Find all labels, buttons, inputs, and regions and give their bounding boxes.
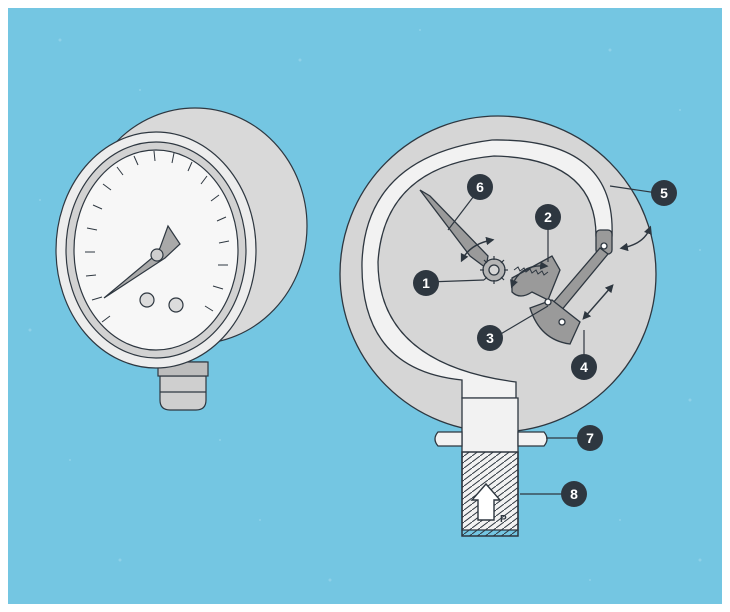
callout-3: 3 (477, 325, 503, 351)
svg-text:6: 6 (476, 179, 484, 195)
callout-5: 5 (651, 180, 677, 206)
gauge-screw-right (169, 298, 183, 312)
svg-text:5: 5 (660, 185, 668, 201)
gauge-screw-left (140, 293, 154, 307)
callout-2: 2 (535, 204, 561, 230)
callout-8: 8 (561, 481, 587, 507)
svg-text:8: 8 (570, 486, 578, 502)
svg-text:4: 4 (580, 359, 588, 375)
callout-1: 1 (413, 270, 439, 296)
pressure-label: P (500, 514, 507, 525)
svg-text:1: 1 (422, 275, 430, 291)
svg-text:2: 2 (544, 209, 552, 225)
callout-4: 4 (571, 354, 597, 380)
gauge-needle-hub (151, 249, 163, 261)
svg-text:3: 3 (486, 330, 494, 346)
svg-text:7: 7 (586, 430, 594, 446)
callout-7: 7 (577, 425, 603, 451)
callout-6: 6 (467, 174, 493, 200)
